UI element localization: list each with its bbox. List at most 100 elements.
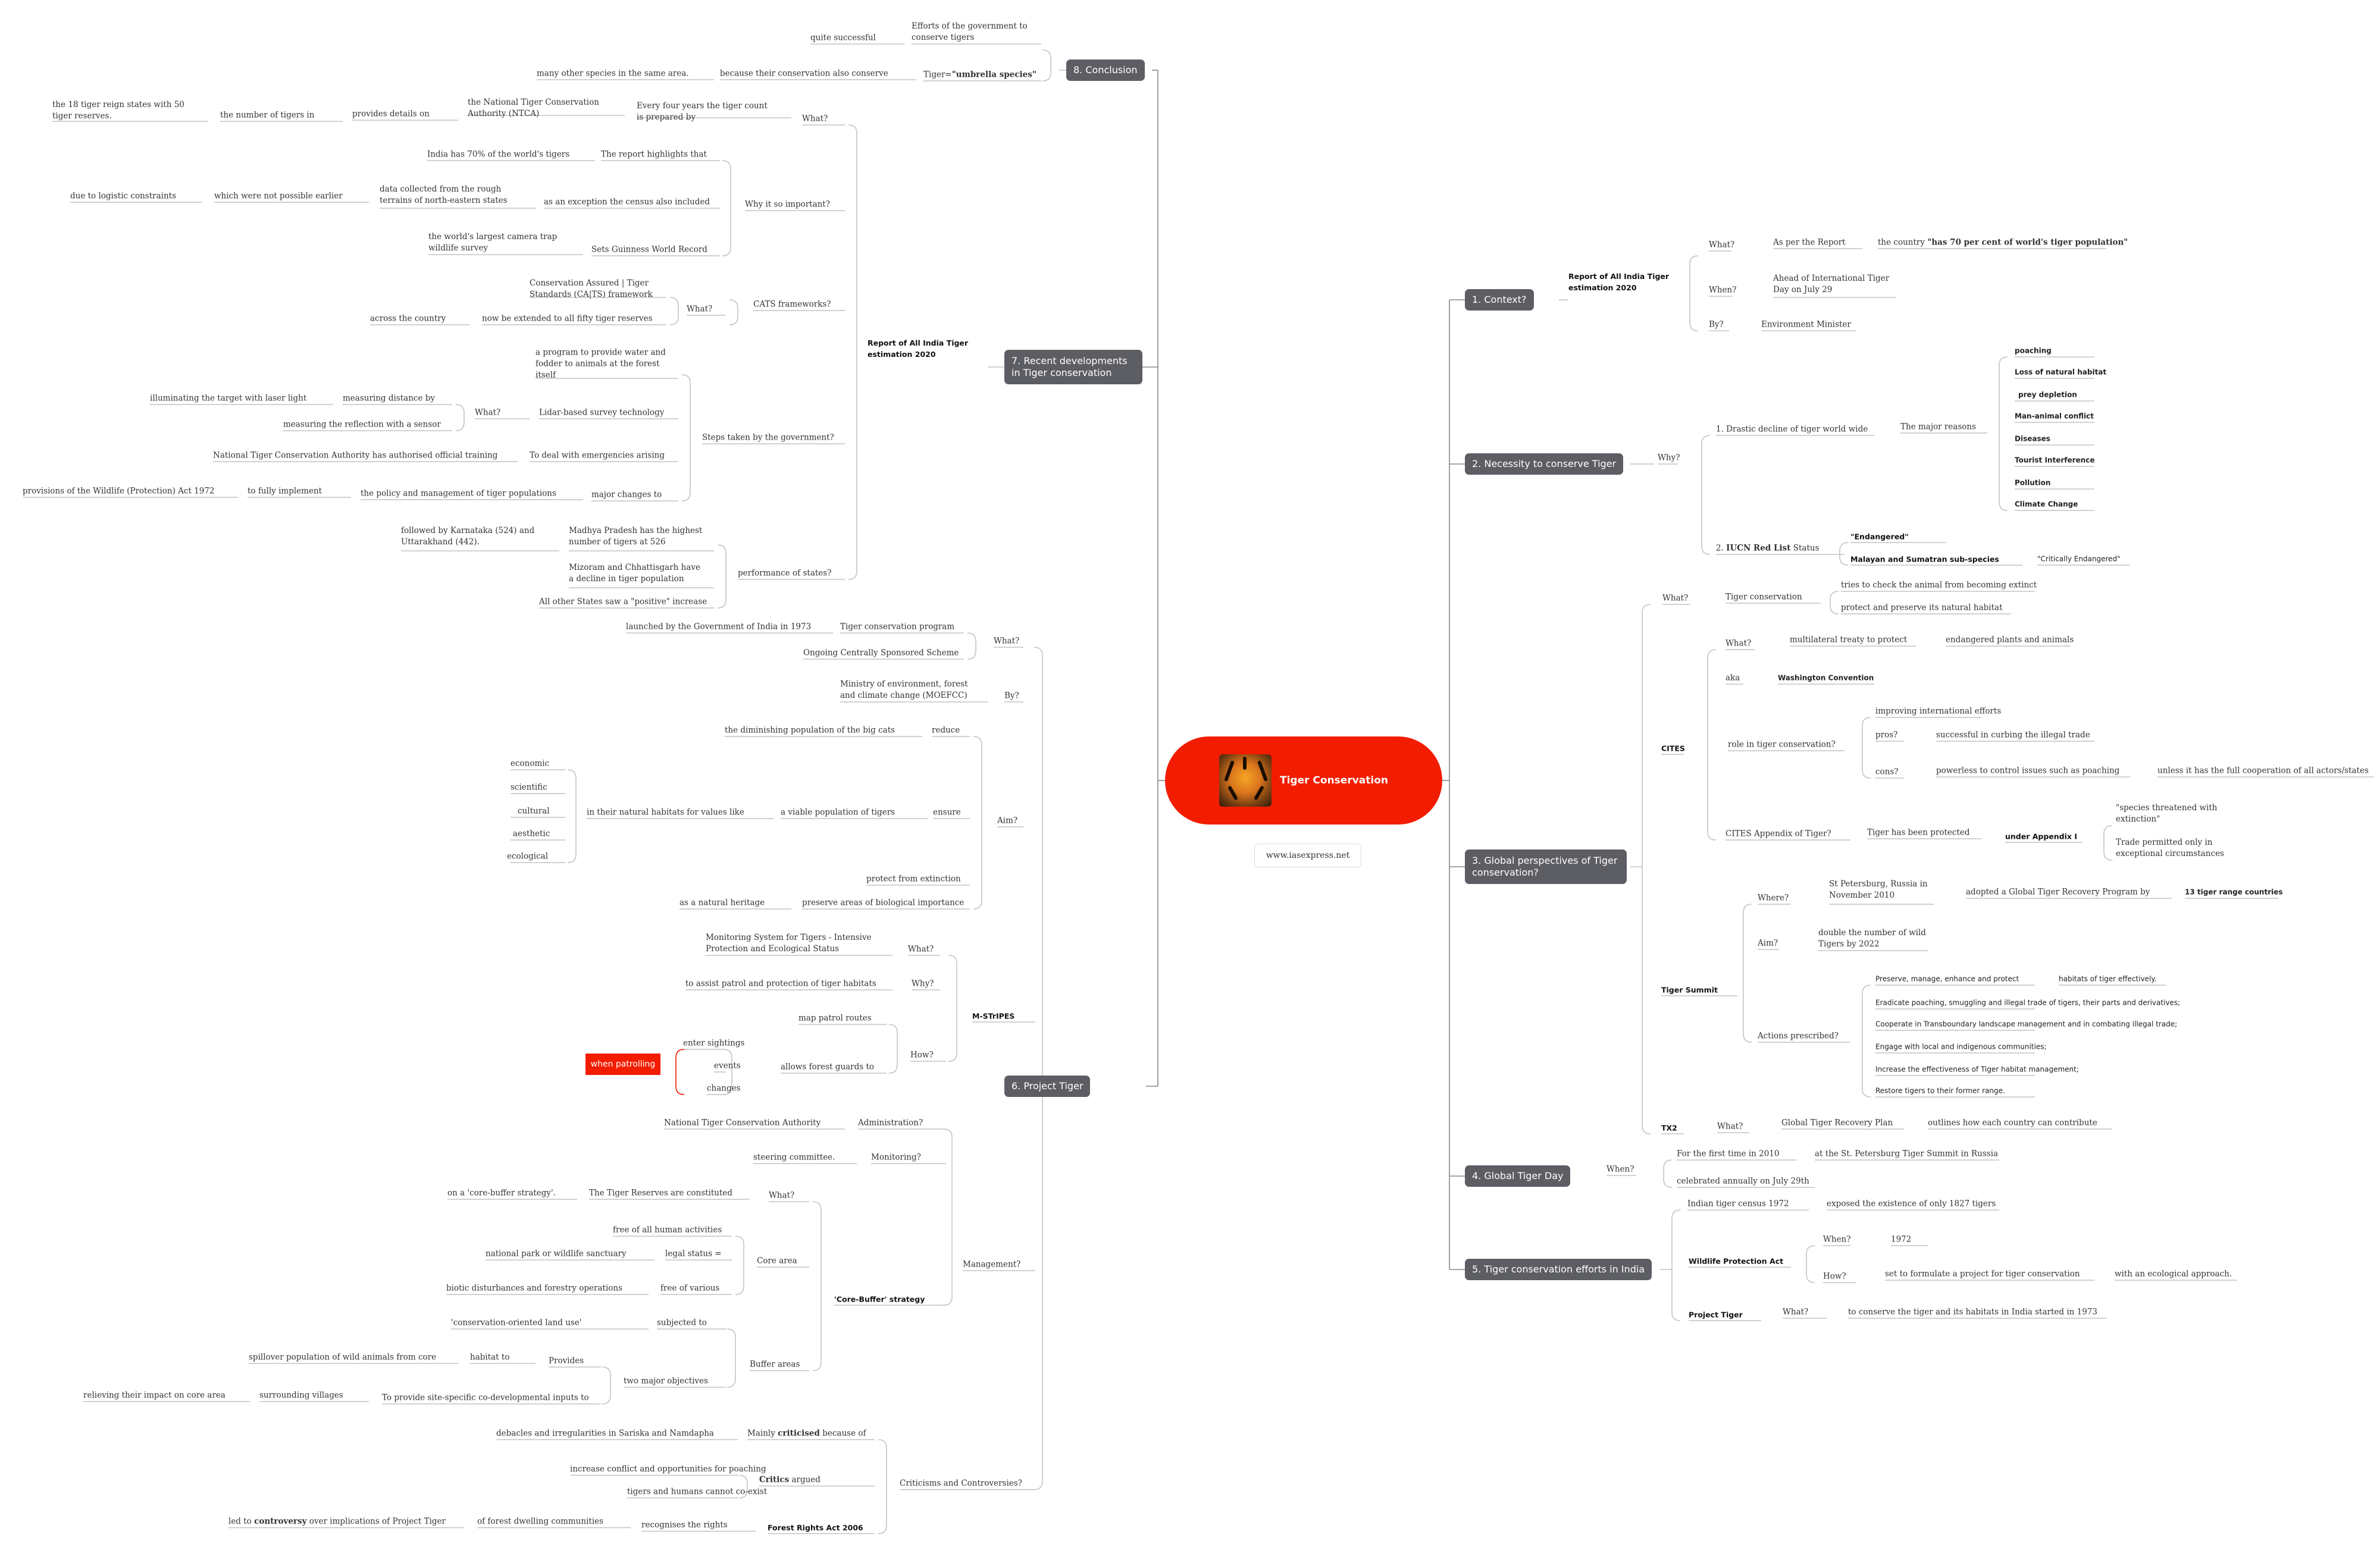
node-not-possible: which were not possible earlier [214, 191, 343, 201]
branch-necessity[interactable]: 2. Necessity to conserve Tiger [1465, 453, 1624, 475]
node-steering: steering committee. [753, 1152, 835, 1162]
node-ongoing-css: Ongoing Centrally Sponsored Scheme [803, 648, 959, 658]
node-lidar: Lidar-based survey technology [539, 407, 665, 418]
node-country-70: the country "has 70 per cent of world's … [1878, 237, 2128, 247]
node-increase-conflict: increase conflict and opportunities for … [570, 1464, 766, 1474]
node-karnataka: followed by Karnataka (524) and Uttarakh… [401, 526, 535, 547]
node-drastic-decline: 1. Drastic decline of tiger world wide [1716, 424, 1868, 434]
node-on-core-buffer: on a 'core-buffer strategy'. [447, 1188, 556, 1198]
node-conservation-land-use: 'conservation-oriented land use' [451, 1318, 582, 1328]
node-because-conserve: because their conservation also conserve [720, 68, 888, 79]
root-title: Tiger Conservation [1279, 775, 1388, 786]
node-tries-check: tries to check the animal from becoming … [1841, 580, 2037, 590]
node-gtrp: Global Tiger Recovery Plan [1781, 1118, 1893, 1128]
node-species-threatened: "species threatened with extinction" [2116, 803, 2218, 824]
node-set-to-formulate: set to formulate a project for tiger con… [1885, 1269, 2080, 1279]
node-tcp: Tiger conservation program [840, 622, 955, 632]
node-wpa-how: How? [1823, 1271, 1846, 1281]
reason-pollution: Pollution [2015, 478, 2051, 487]
node-policy-management: the policy and management of tiger popul… [361, 488, 556, 499]
action-increase: Increase the effectiveness of Tiger habi… [1875, 1065, 2079, 1074]
node-fra-2006: Forest Rights Act 2006 [768, 1523, 863, 1532]
bracket [723, 1049, 732, 1095]
node-moefcc: Ministry of environment, forest and clim… [840, 679, 968, 700]
bracket [738, 1475, 748, 1499]
node-cannot-coexist: tigers and humans cannot co-exist [627, 1487, 768, 1497]
bracket [602, 1366, 611, 1405]
node-malayan-sumatran: Malayan and Sumatran sub-species [1850, 554, 1999, 564]
bracket [1999, 356, 2008, 511]
node-successful-curbing: successful in curbing the illegal trade [1936, 730, 2090, 740]
node-cb-what: What? [769, 1190, 795, 1200]
branch-project-tiger[interactable]: 6. Project Tiger [1004, 1076, 1091, 1097]
node-spillover: spillover population of wild animals fro… [249, 1352, 437, 1362]
bracket [669, 297, 679, 325]
node-outlines: outlines how each country can contribute [1928, 1118, 2097, 1128]
node-cons: cons? [1875, 767, 1899, 777]
node-north-eastern: data collected from the rough terrains o… [380, 184, 508, 205]
node-census-1972: Indian tiger census 1972 [1687, 1199, 1789, 1209]
node-reflection: measuring the reflection with a sensor [283, 419, 441, 430]
node-pt-what: What? [1783, 1307, 1809, 1317]
node-reserves-constituted: The Tiger Reserves are constituted [589, 1188, 733, 1198]
node-protect-preserve: protect and preserve its natural habitat [1841, 603, 2003, 613]
node-as-per-report: As per the Report [1773, 237, 1846, 247]
node-major-changes: major changes to [591, 490, 662, 500]
node-celebrated: celebrated annually on July 29th [1677, 1176, 1809, 1186]
branch-conclusion[interactable]: 8. Conclusion [1066, 59, 1145, 81]
node-aka: aka [1726, 673, 1740, 683]
node-core-area: Core area [757, 1256, 797, 1266]
node-reduce: reduce [932, 725, 960, 735]
action-restore: Restore tigers to their former range. [1875, 1086, 2005, 1095]
bracket [848, 124, 857, 580]
node-recognises: recognises the rights [641, 1520, 728, 1530]
node-adopted-gtrp: adopted a Global Tiger Recovery Program … [1966, 887, 2150, 897]
node-legal-status: legal status = [665, 1249, 722, 1259]
node-endangered: "Endangered" [1850, 532, 1909, 541]
node-surrounding: surrounding villages [259, 1390, 343, 1400]
root-node[interactable]: Tiger Conservation [1165, 736, 1442, 825]
node-debacles: debacles and irregularities in Sariska a… [496, 1428, 714, 1438]
node-provides-details: provides details on [352, 109, 430, 119]
node-provides: Provides [549, 1356, 584, 1366]
node-free-all: free of all human activities [613, 1225, 722, 1235]
branch-context[interactable]: 1. Context? [1465, 289, 1534, 311]
branch-india-efforts[interactable]: 5. Tiger conservation efforts in India [1465, 1259, 1652, 1280]
action-eradicate: Eradicate poaching, smuggling and illega… [1875, 998, 2181, 1007]
node-assist-patrol: to assist patrol and protection of tiger… [685, 979, 876, 989]
bracket [1642, 604, 1651, 1134]
node-natural-heritage: as a natural heritage [679, 898, 765, 908]
node-ahead-tiger-day: Ahead of International Tiger Day on July… [1773, 274, 1890, 294]
node-major-reasons: The major reasons [1900, 422, 1977, 432]
node-ms-how: How? [910, 1050, 934, 1060]
node-emergencies: To deal with emergencies arising [530, 450, 665, 460]
node-ms-definition: Monitoring System for Tigers - Intensive… [706, 933, 872, 954]
branch-global-tiger-day[interactable]: 4. Global Tiger Day [1465, 1165, 1571, 1187]
bracket [1830, 591, 1839, 615]
branch-recent-developments[interactable]: 7. Recent developments in Tiger conserva… [1004, 350, 1142, 384]
value-ecological: ecological [507, 851, 549, 861]
node-efforts: Efforts of the government to conserve ti… [912, 21, 1028, 42]
node-m-stripes: M-STrIPES [972, 1011, 1015, 1021]
node-why-important: Why it so important? [745, 199, 831, 209]
node-environment-minister: Environment Minister [1761, 319, 1851, 330]
node-cats-what: What? [687, 304, 713, 314]
node-first-time-2010: For the first time in 2010 [1677, 1149, 1780, 1159]
node-habitat-to: habitat to [470, 1352, 510, 1362]
node-wpa-when: When? [1823, 1234, 1851, 1244]
branch-global-perspectives[interactable]: 3. Global perspectives of Tiger conserva… [1465, 849, 1627, 884]
bracket [812, 1201, 822, 1371]
node-appendix: CITES Appendix of Tiger? [1726, 829, 1831, 839]
node-allows-guards: allows forest guards to [781, 1062, 875, 1072]
node-diminishing: the diminishing population of the big ca… [725, 725, 895, 735]
reason-diseases: Diseases [2015, 434, 2050, 443]
node-viable-population: a viable population of tigers [781, 807, 895, 817]
node-administration: Administration? [858, 1118, 923, 1128]
node-st-petersburg: St Petersburg, Russia in November 2010 [1829, 879, 1928, 900]
node-pros: pros? [1875, 730, 1898, 740]
node-forest-dwelling: of forest dwelling communities [477, 1516, 604, 1526]
source-url[interactable]: www.iasexpress.net [1254, 844, 1361, 867]
bracket [722, 160, 731, 256]
